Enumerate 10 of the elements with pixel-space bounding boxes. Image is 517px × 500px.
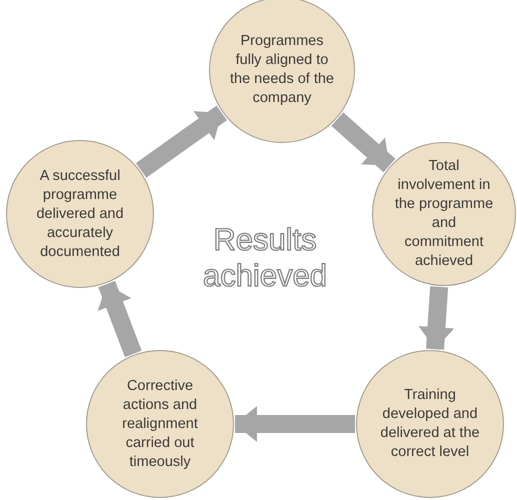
block-arrow [331, 112, 396, 172]
node-text: Total involvement in the programme and commitment achieved [394, 157, 494, 271]
node-text: Programmes fully aligned to the needs of the company [229, 32, 335, 108]
block-arrow [235, 406, 355, 442]
node-text: Corrective actions and realignment carried out timeously [121, 376, 199, 472]
center-title: Results achieved [202, 222, 328, 294]
node-text: A successful programme delivered and accurately documented [35, 166, 125, 262]
block-arrow [418, 286, 454, 350]
node-text: Training developed and delivered at the correct level [379, 386, 481, 462]
block-arrow [98, 280, 142, 358]
